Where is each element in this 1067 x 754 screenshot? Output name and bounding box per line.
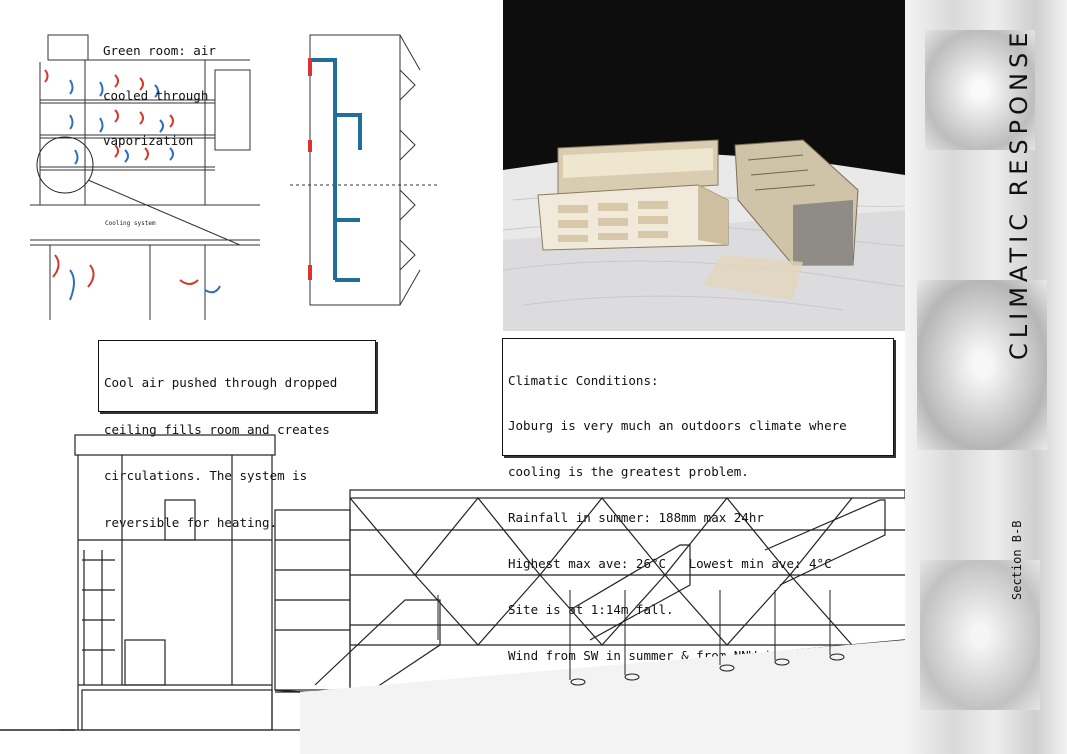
sidebar-decor-2 xyxy=(917,280,1047,450)
floor-plan-drawing xyxy=(290,34,440,306)
cool-air-note: Cool air pushed through dropped ceiling … xyxy=(98,340,376,530)
section-label: Section B-B xyxy=(1010,520,1024,600)
climate-line-2: Joburg is very much an outdoors climate … xyxy=(508,418,847,434)
green-room-line-2: cooled through xyxy=(103,88,209,103)
climate-line-6: Site is at 1:14m fall. xyxy=(508,602,674,618)
cool-air-line-3: circulations. The system is xyxy=(104,468,308,483)
cooling-system-label: Cooling system xyxy=(105,220,156,227)
cool-air-line-2: ceiling fills room and creates xyxy=(104,421,330,437)
climate-line-1: Climatic Conditions: xyxy=(508,372,659,388)
climatic-conditions-note: Climatic Conditions: Joburg is very much… xyxy=(502,338,894,663)
sidebar-decor-3 xyxy=(920,560,1040,710)
sheet-title: CLIMATIC RESPONSE xyxy=(1005,27,1033,360)
green-room-line-3: vaporization xyxy=(103,133,194,148)
climate-line-3: cooling is the greatest problem. xyxy=(508,464,749,480)
model-photo-drawing xyxy=(503,0,905,331)
climate-line-5: Highest max ave: 26°C Lowest min ave: 4°… xyxy=(508,556,832,572)
sidebar-decor-1 xyxy=(925,30,1035,150)
green-room-line-1: Green room: air xyxy=(103,43,216,58)
section-bb-drawing xyxy=(0,434,905,754)
model-photo xyxy=(503,0,905,331)
green-room-note: Green room: air cooled through vaporizat… xyxy=(103,13,216,163)
cooling-section-drawing: Cooling system xyxy=(30,34,260,320)
climate-line-4: Rainfall in summer: 188mm max 24hr xyxy=(508,510,764,526)
sidebar-panel xyxy=(905,0,1067,754)
cool-air-line-1: Cool air pushed through dropped xyxy=(104,375,338,390)
